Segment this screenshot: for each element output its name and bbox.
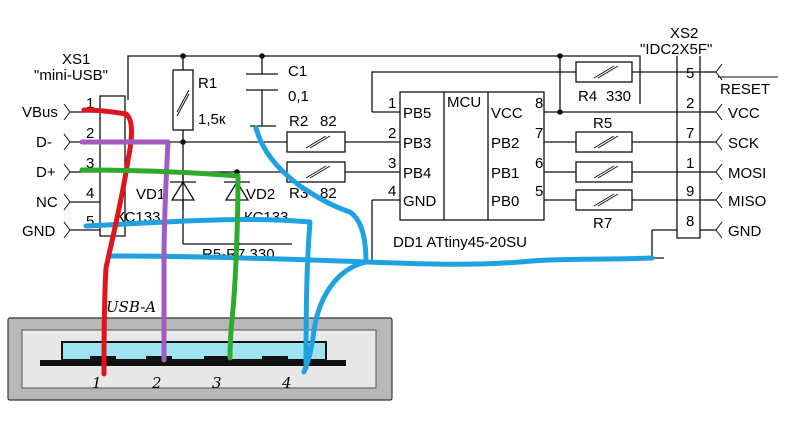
r2-ref: R2 (289, 113, 308, 130)
mcu-pin-number: 6 (535, 155, 543, 172)
mcu-pin-label: GND (403, 193, 437, 210)
xs1-pin-number: 1 (86, 95, 94, 112)
xs2-pin-label: GND (728, 223, 762, 240)
xs2-pin-number: 1 (686, 155, 694, 172)
xs2-pin-number: 9 (686, 183, 694, 200)
resistor-r6 (575, 161, 633, 183)
r1-ref: R1 (198, 75, 217, 92)
r3-value: 82 (320, 185, 337, 202)
r7-ref: R7 (593, 215, 612, 232)
xs1-pin-numbers: 1 2 3 4 5 (86, 95, 94, 230)
mcu-pin-number: 7 (535, 125, 543, 142)
xs2-pin-labels: RESET VCC SCK MOSI MISO GND (720, 81, 770, 240)
mcu-pin-number: 3 (388, 155, 396, 172)
xs2-pin-number: 5 (686, 65, 694, 82)
xs2-pin-label: RESET (720, 81, 770, 98)
mcu-pin-label: PB2 (491, 135, 519, 152)
xs2-connector: XS2 "IDC2X5F" 5 2 7 1 9 8 RESET VCC SCK … (640, 25, 778, 240)
xs1-pin-number: 2 (86, 125, 94, 142)
usb-a-receptacle: USB-A 1 2 3 4 (7, 298, 393, 401)
colored-jumper-wires (79, 107, 655, 377)
xs2-ref: XS2 (670, 25, 698, 42)
c1-value: 0,1 (288, 88, 309, 105)
resistor-r7: R7 (575, 189, 633, 232)
vd1-ref: VD1 (136, 186, 165, 203)
mcu-name: DD1 ATtiny45-20SU (393, 234, 527, 251)
r4-value: 330 (606, 88, 631, 105)
capacitor-c1: C1 0,1 (246, 63, 309, 105)
mcu-right-pins: VCC PB2 PB1 PB0 8 7 6 5 (491, 95, 543, 210)
usb-a-label: USB-A (106, 298, 156, 316)
mcu-pin-number: 4 (388, 183, 396, 200)
mcu-pin-label: PB0 (491, 193, 519, 210)
vbus-jumper-wire (81, 107, 134, 377)
mcu-pin-number: 8 (535, 95, 543, 112)
usb-a-pin-number: 4 (281, 374, 292, 392)
mcu-left-pins: PB5 PB3 PB4 GND 1 2 3 4 (388, 95, 437, 210)
vd2-ref: VD2 (246, 186, 275, 203)
resistor-r2: R2 82 (286, 113, 346, 153)
xs2-pin-label: MISO (728, 193, 766, 210)
xs1-pin-number: 3 (86, 155, 94, 172)
usb-a-pin-numbers: 1 2 3 4 (92, 374, 292, 392)
xs2-pin-label: MOSI (728, 165, 766, 182)
mcu-pin-number: 2 (388, 125, 396, 142)
dminus-jumper-wire (79, 139, 171, 363)
mcu-pin-label: VCC (491, 105, 523, 122)
xs2-pin-numbers: 5 2 7 1 9 8 (686, 65, 694, 230)
resistor-r4: R4 330 (575, 61, 633, 105)
xs1-pin-label: D+ (36, 164, 56, 181)
mcu-pin-label: PB5 (403, 105, 431, 122)
xs2-pin-number: 2 (686, 95, 694, 112)
r1-value: 1,5к (198, 111, 226, 128)
r5-ref: R5 (593, 115, 612, 132)
xs1-pin-number: 4 (86, 185, 94, 202)
zener-vd1: VD1 КС133 (116, 172, 196, 226)
xs1-pin-number: 5 (86, 213, 94, 230)
usb-a-pin-number: 3 (212, 374, 222, 392)
gnd-jumper-wire (83, 125, 655, 375)
xs1-pin-arrows (63, 103, 71, 239)
xs1-pin-label: D- (36, 134, 52, 151)
resistor-r5: R5 (575, 115, 633, 153)
resistor-r1: R1 1,5к (172, 69, 226, 131)
xs1-connector: XS1 "mini-USB" VBus D- D+ NC GND 1 2 3 4… (22, 51, 108, 240)
resistor-r3: R3 82 (286, 161, 346, 202)
xs1-pin-label: VBus (22, 104, 58, 121)
xs1-pin-label: GND (22, 223, 56, 240)
usb-a-pin-number: 1 (92, 374, 102, 392)
xs2-pin-label: SCK (728, 135, 759, 152)
mcu-pin-label: PB4 (403, 165, 431, 182)
usb-a-pin-number: 2 (151, 374, 162, 392)
mcu-pin-number: 1 (388, 95, 396, 112)
xs2-pin-number: 8 (686, 213, 694, 230)
xs2-pin-label: VCC (728, 105, 760, 122)
xs2-pin-number: 7 (686, 125, 694, 142)
xs2-name: "IDC2X5F" (640, 41, 712, 58)
xs1-ref: XS1 (62, 51, 90, 68)
xs1-pin-labels: VBus D- D+ NC GND (22, 104, 58, 240)
mcu-dd1: MCU PB5 PB3 PB4 GND 1 2 3 4 VCC PB2 PB1 … (388, 91, 545, 251)
mcu-pin-number: 5 (535, 183, 543, 200)
r2-value: 82 (320, 113, 337, 130)
c1-ref: C1 (288, 63, 307, 80)
xs1-name: "mini-USB" (34, 67, 108, 84)
dplus-jumper-wire (79, 167, 241, 361)
r4-ref: R4 (578, 88, 597, 105)
mcu-title: MCU (447, 94, 481, 111)
mcu-pin-label: PB3 (403, 135, 431, 152)
xs1-pin-label: NC (36, 194, 58, 211)
mcu-pin-label: PB1 (491, 165, 519, 182)
